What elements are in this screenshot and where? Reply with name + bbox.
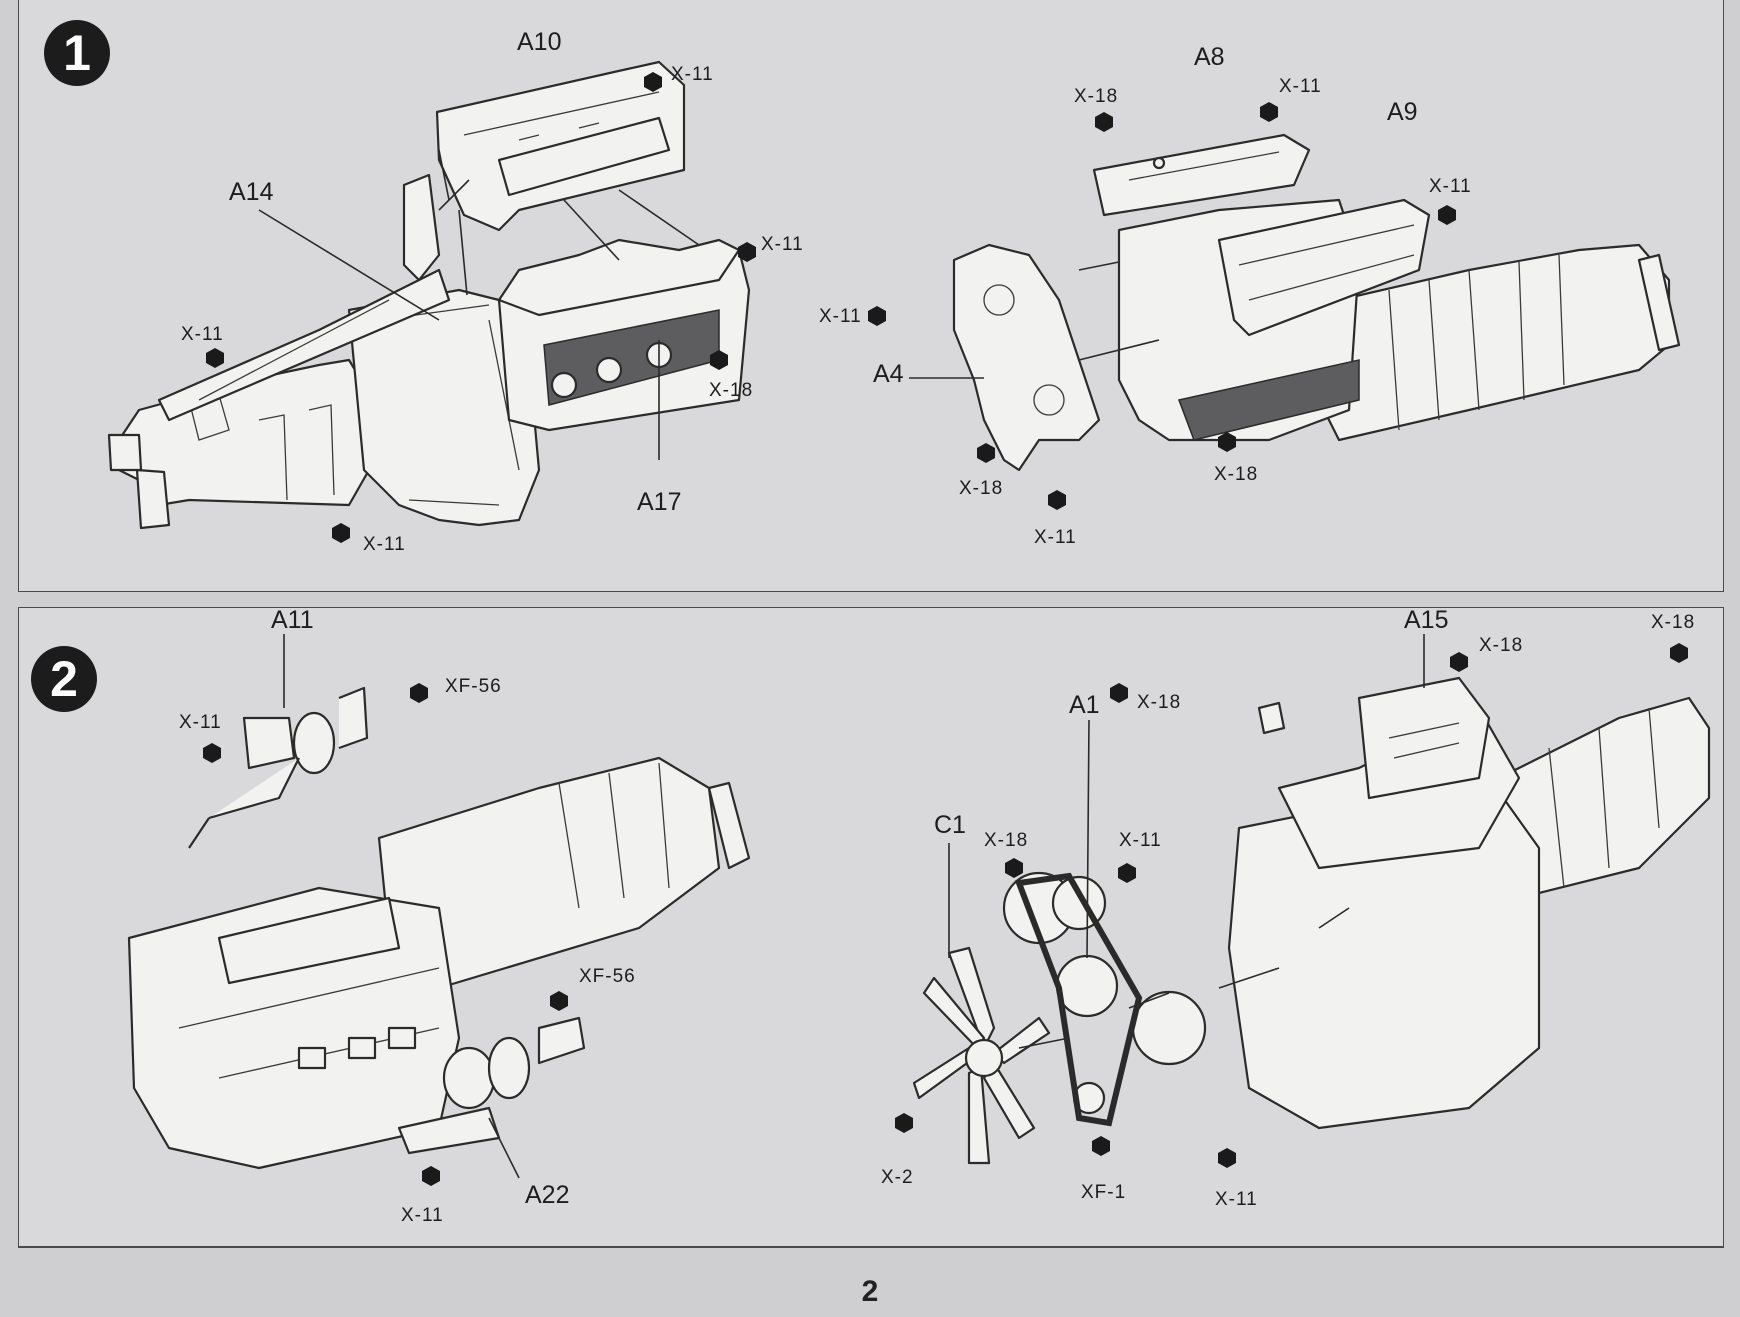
hardware-label: X-11 bbox=[179, 712, 222, 733]
step-1-left-engine bbox=[107, 60, 751, 530]
hardware-label: X-11 bbox=[1034, 527, 1077, 548]
screw-icon bbox=[1218, 432, 1236, 452]
fan-blades bbox=[912, 946, 1051, 1165]
hardware-label: X-11 bbox=[1279, 76, 1322, 97]
label-a14: A14 bbox=[229, 178, 274, 206]
hardware-label: XF-1 bbox=[1081, 1182, 1126, 1203]
hardware-label: X-11 bbox=[761, 234, 804, 255]
step-1-right-engine bbox=[952, 133, 1681, 472]
screw-icon bbox=[1218, 1148, 1236, 1168]
label-a22: A22 bbox=[525, 1181, 569, 1209]
hardware-label: X-11 bbox=[181, 324, 224, 345]
page-number: 2 bbox=[861, 1275, 879, 1308]
hardware-label: X-11 bbox=[363, 534, 406, 555]
screw-icon bbox=[203, 743, 221, 763]
hardware-callouts-step-1: X-11 X-11 X-11 X-18 X-11 X-18 X-11 X-11 … bbox=[181, 64, 1472, 555]
step-2-right-engine bbox=[912, 676, 1711, 1165]
screw-icon bbox=[1450, 652, 1468, 672]
screw-icon bbox=[1260, 102, 1278, 122]
hardware-label: X-18 bbox=[1479, 635, 1523, 656]
hardware-label: X-18 bbox=[1137, 692, 1181, 713]
label-a10: A10 bbox=[517, 28, 561, 56]
hardware-label: X-2 bbox=[881, 1167, 914, 1188]
screw-icon bbox=[1110, 683, 1128, 703]
hardware-label: X-11 bbox=[1215, 1189, 1258, 1210]
label-c1: C1 bbox=[934, 811, 966, 839]
label-a1: A1 bbox=[1069, 691, 1100, 719]
hardware-label: X-18 bbox=[1651, 612, 1695, 633]
label-a9: A9 bbox=[1387, 98, 1418, 126]
screw-icon bbox=[977, 443, 995, 463]
screw-icon bbox=[410, 683, 428, 703]
hardware-label: X-18 bbox=[984, 830, 1028, 851]
step-2-left-engine bbox=[127, 686, 751, 1170]
label-a11: A11 bbox=[271, 608, 314, 634]
label-a17: A17 bbox=[637, 488, 681, 516]
screw-icon bbox=[1118, 863, 1136, 883]
hardware-label: X-18 bbox=[709, 380, 753, 401]
screw-icon bbox=[1095, 112, 1113, 132]
screw-icon bbox=[422, 1166, 440, 1186]
hardware-label: X-18 bbox=[959, 478, 1003, 499]
hardware-label: X-11 bbox=[1429, 176, 1472, 197]
screw-icon bbox=[1092, 1136, 1110, 1156]
hardware-label: X-11 bbox=[671, 64, 714, 85]
label-a4: A4 bbox=[873, 360, 904, 388]
label-a8: A8 bbox=[1194, 43, 1225, 71]
screw-icon bbox=[1670, 643, 1688, 663]
screw-icon bbox=[206, 348, 224, 368]
screw-icon bbox=[1048, 490, 1066, 510]
step-1-illustration: A10 A14 A17 A8 A9 A4 X-11 X-11 X-11 X-18… bbox=[107, 28, 1681, 555]
step-2-panel: 2 bbox=[18, 607, 1724, 1247]
hardware-label: X-18 bbox=[1214, 464, 1258, 485]
hardware-label: X-11 bbox=[401, 1205, 444, 1226]
screw-icon bbox=[868, 306, 886, 326]
hardware-label: X-11 bbox=[819, 306, 862, 327]
hardware-label: X-11 bbox=[1119, 830, 1162, 851]
step-1-number: 1 bbox=[44, 20, 110, 86]
screw-icon bbox=[710, 350, 728, 370]
screw-icon bbox=[644, 72, 662, 92]
screw-icon bbox=[895, 1113, 913, 1133]
hardware-label: XF-56 bbox=[579, 966, 636, 987]
screw-icon bbox=[1438, 205, 1456, 225]
hardware-callouts-step-2: XF-56 X-11 XF-56 X-11 X-18 X-18 X-18 X-1… bbox=[179, 612, 1695, 1226]
label-a15: A15 bbox=[1404, 608, 1448, 634]
screw-icon bbox=[332, 523, 350, 543]
step-2-illustration: A11 A22 A15 A1 C1 XF-56 X-11 XF-56 X-11 … bbox=[127, 608, 1711, 1226]
hardware-label: X-18 bbox=[1074, 86, 1118, 107]
screw-icon bbox=[1005, 858, 1023, 878]
screw-icon bbox=[550, 991, 568, 1011]
step-1-panel: 1 bbox=[18, 0, 1724, 592]
hardware-label: XF-56 bbox=[445, 676, 502, 697]
screw-icon bbox=[738, 242, 756, 262]
step-2-number: 2 bbox=[31, 646, 97, 712]
bottom-divider bbox=[18, 1247, 1724, 1248]
